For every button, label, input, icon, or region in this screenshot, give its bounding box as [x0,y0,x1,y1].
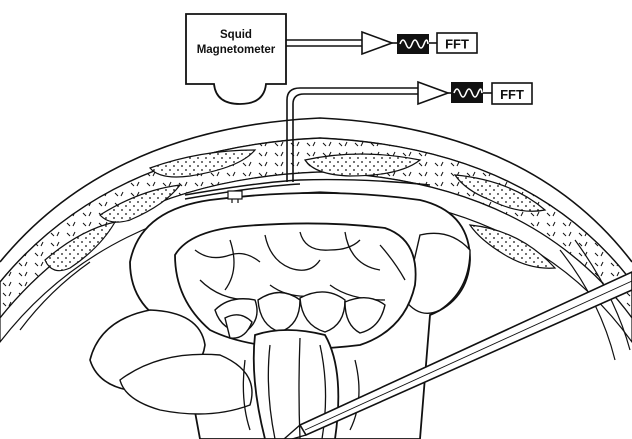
fft-label-lower: FFT [500,87,524,102]
waveform-filter-icon-lower [451,82,483,103]
triangle-amplifier-icon [362,32,392,54]
upper-cable [286,40,362,46]
squid-label-line2: Magnetometer [197,44,276,56]
electrode-contact [228,191,242,199]
triangle-amplifier-icon-lower [418,82,448,104]
squid-label-line1: Squid [220,29,252,41]
waveform-filter-icon [397,34,429,54]
fft-label-upper: FFT [445,37,469,52]
squid-magnetometer: Squid Magnetometer [186,14,286,104]
upper-signal-chain: FFT [286,32,477,54]
